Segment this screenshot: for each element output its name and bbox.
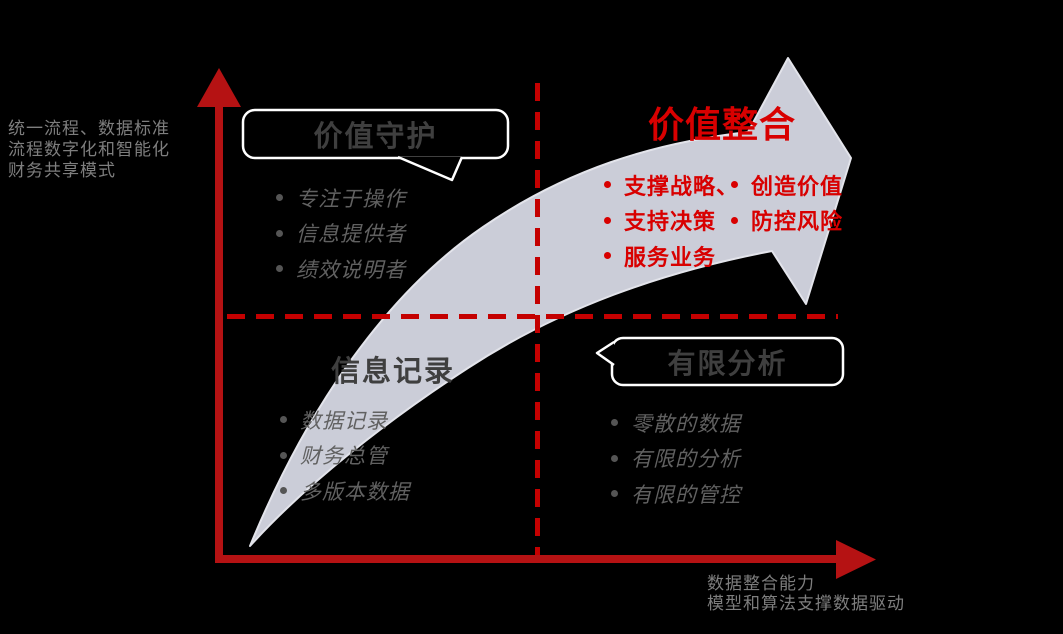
top-right-list-col2: 创造价值 防控风险 xyxy=(731,167,843,238)
list-item: 支撑战略、 xyxy=(604,167,739,203)
list-item-label: 数据记录 xyxy=(300,408,388,433)
list-item-label: 支撑战略、 xyxy=(624,174,740,200)
quadrant-title-bottom-right: 有限分析 xyxy=(667,346,788,380)
list-item: 绩效说明者 xyxy=(276,251,406,287)
bullet-icon xyxy=(611,419,618,427)
bottom-right-list: 零散的数据 有限的分析 有限的管控 xyxy=(611,405,741,512)
list-item: 服务业务 xyxy=(604,238,739,274)
y-axis-label-line1: 统一流程、数据标准 xyxy=(8,119,170,139)
quadrant-title-top-left: 价值守护 xyxy=(313,119,438,153)
callout-bubble-top-left xyxy=(241,108,510,160)
list-item-label: 服务业务 xyxy=(624,245,717,271)
bullet-icon xyxy=(604,216,611,224)
bullet-icon xyxy=(280,451,287,459)
list-item-label: 有限的管控 xyxy=(631,482,741,507)
list-item: 财务总管 xyxy=(280,438,410,474)
list-item-label: 支持决策 xyxy=(624,210,717,236)
x-axis-label-line2: 模型和算法支撑数据驱动 xyxy=(707,594,905,614)
list-item-label: 绩效说明者 xyxy=(296,257,406,282)
list-item: 有限的管控 xyxy=(611,476,741,512)
top-right-list-col1: 支撑战略、 支持决策 服务业务 xyxy=(604,167,739,274)
bullet-icon xyxy=(276,265,283,273)
list-item-label: 财务总管 xyxy=(300,444,388,469)
y-axis-label-line2: 流程数字化和智能化 xyxy=(8,140,170,160)
bullet-icon xyxy=(611,490,618,498)
bullet-icon xyxy=(280,487,287,495)
bullet-icon xyxy=(611,454,618,462)
y-axis-arrow-icon xyxy=(197,68,241,107)
bullet-icon xyxy=(604,181,611,189)
list-item-label: 多版本数据 xyxy=(300,479,410,504)
callout-tail-bottom-right xyxy=(595,340,615,367)
bullet-icon xyxy=(280,416,287,424)
list-item-label: 有限的分析 xyxy=(631,447,741,472)
bullet-icon xyxy=(604,252,611,260)
list-item-label: 专注于操作 xyxy=(296,186,406,211)
bullet-icon xyxy=(276,229,283,237)
list-item: 支持决策 xyxy=(604,203,739,239)
x-axis-arrow-icon xyxy=(836,540,876,579)
list-item-label: 防控风险 xyxy=(751,210,844,236)
quadrant-title-top-right: 价值整合 xyxy=(648,105,797,146)
bullet-icon xyxy=(276,194,283,202)
y-axis-label-line3: 财务共享模式 xyxy=(8,161,116,181)
top-left-list: 专注于操作 信息提供者 绩效说明者 xyxy=(276,180,406,287)
bullet-icon xyxy=(731,216,738,224)
list-item-label: 创造价值 xyxy=(751,174,844,200)
list-item: 信息提供者 xyxy=(276,216,406,252)
quadrant-title-bottom-left: 信息记录 xyxy=(331,354,456,388)
x-axis-label-line1: 数据整合能力 xyxy=(707,574,815,594)
bullet-icon xyxy=(731,181,738,189)
list-item: 零散的数据 xyxy=(611,405,741,441)
list-item: 多版本数据 xyxy=(280,473,410,509)
list-item: 防控风险 xyxy=(731,203,843,239)
x-axis-label: 数据整合能力 模型和算法支撑数据驱动 xyxy=(707,574,905,614)
list-item: 专注于操作 xyxy=(276,180,406,216)
y-axis-label: 统一流程、数据标准 流程数字化和智能化 财务共享模式 xyxy=(8,119,170,182)
list-item-label: 零散的数据 xyxy=(631,411,741,436)
callout-tail-top-left xyxy=(397,155,464,182)
list-item: 有限的分析 xyxy=(611,441,741,477)
list-item: 创造价值 xyxy=(731,167,843,203)
list-item: 数据记录 xyxy=(280,402,410,438)
bottom-left-list: 数据记录 财务总管 多版本数据 xyxy=(280,402,410,509)
list-item-label: 信息提供者 xyxy=(296,222,406,247)
